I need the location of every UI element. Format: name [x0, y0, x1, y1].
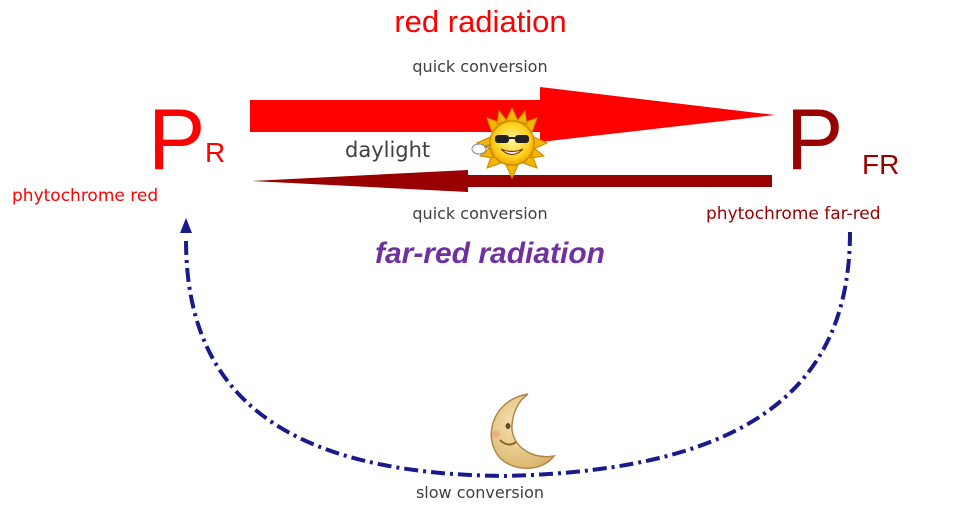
- moon-icon: [490, 393, 556, 469]
- quick-conversion-top-label: quick conversion: [412, 57, 548, 76]
- pfr-letter: P: [786, 92, 844, 188]
- pr-caption: phytochrome red: [12, 186, 159, 206]
- slow-conversion-arrowhead: [180, 218, 192, 233]
- quick-conversion-bottom-label: quick conversion: [412, 204, 548, 223]
- red-radiation-title: red radiation: [394, 4, 567, 39]
- pfr-subscript: FR: [862, 149, 900, 180]
- pr-letter: P: [148, 92, 206, 188]
- slow-conversion-arc: [184, 231, 852, 479]
- pr-subscript: R: [205, 137, 226, 168]
- sun-icon: [471, 106, 549, 180]
- far-red-radiation-title: far-red radiation: [374, 237, 606, 270]
- pfr-caption: phytochrome far-red: [706, 204, 881, 224]
- slow-conversion-label: slow conversion: [415, 483, 545, 502]
- far-red-radiation-arrow: [252, 170, 772, 192]
- daylight-label: daylight: [345, 138, 431, 162]
